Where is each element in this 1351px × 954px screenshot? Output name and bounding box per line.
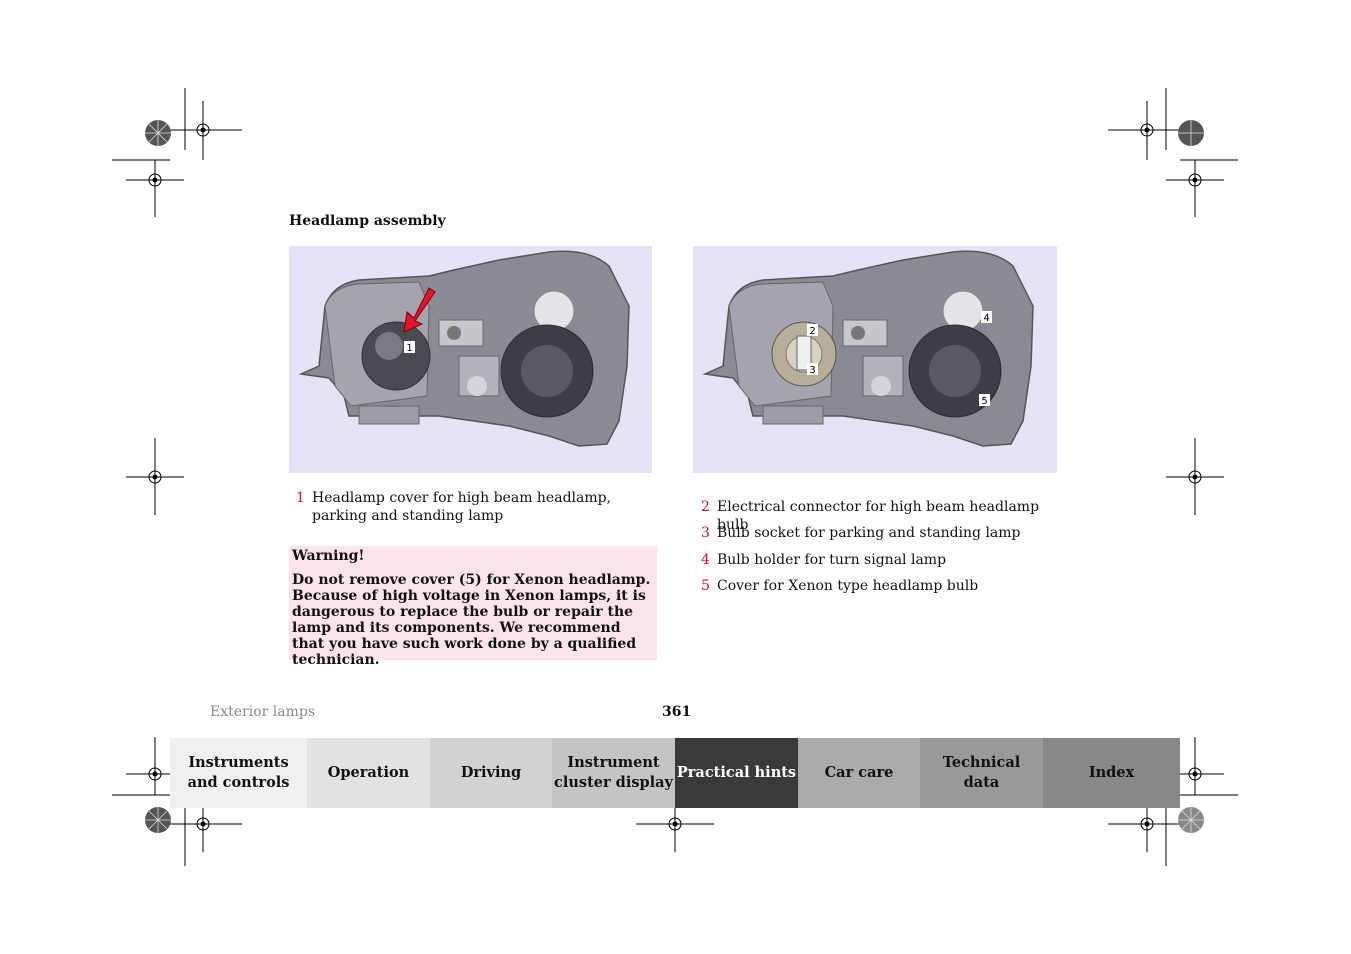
legend-number: 1 bbox=[296, 490, 305, 506]
legend-number: 3 bbox=[701, 525, 710, 541]
footer-section-name: Exterior lamps bbox=[210, 704, 316, 720]
nav-tab-car-care[interactable]: Car care bbox=[798, 738, 920, 808]
figure1-callout-1: 1 bbox=[406, 343, 412, 354]
legend-text: Cover for Xenon type headlamp bulb bbox=[717, 578, 979, 594]
nav-tab-practical-hints[interactable]: Practical hints bbox=[675, 738, 798, 808]
legend-number: 5 bbox=[701, 578, 710, 594]
figure2-callout-5: 5 bbox=[981, 396, 987, 407]
page-number: 361 bbox=[662, 704, 692, 720]
figure2-callout-2: 2 bbox=[809, 326, 815, 337]
legend-item-1: 1 Headlamp cover for high beam headlamp,… bbox=[296, 489, 656, 525]
legend-text: Headlamp cover for high beam headlamp, p… bbox=[312, 490, 612, 524]
warning-box: Warning! Do not remove cover (5) for Xen… bbox=[289, 546, 657, 668]
headlamp-illustration-open: 2 3 4 5 bbox=[702, 250, 1034, 447]
legend-text: Electrical connector for high beam headl… bbox=[717, 499, 1040, 533]
headlamp-illustration: 1 bbox=[298, 250, 630, 447]
nav-tab-instruments-and-controls[interactable]: Instruments and controls bbox=[170, 738, 307, 808]
legend-text: Bulb socket for parking and standing lam… bbox=[717, 525, 1021, 541]
legend-item-4: 4 Bulb holder for turn signal lamp bbox=[701, 551, 1061, 569]
headlamp-figure-1: 1 bbox=[289, 246, 652, 473]
warning-text: Do not remove cover (5) for Xenon headla… bbox=[292, 572, 651, 668]
headlamp-figure-2: 2 3 4 5 bbox=[693, 246, 1057, 473]
legend-number: 2 bbox=[701, 499, 710, 515]
nav-tab-technical-data[interactable]: Technical data bbox=[920, 738, 1043, 808]
nav-tab-index[interactable]: Index bbox=[1043, 738, 1180, 808]
legend-text: Bulb holder for turn signal lamp bbox=[717, 552, 947, 568]
chapter-nav-bar: Instruments and controls Operation Drivi… bbox=[170, 738, 1180, 808]
section-title: Headlamp assembly bbox=[289, 213, 446, 229]
nav-tab-operation[interactable]: Operation bbox=[307, 738, 430, 808]
nav-tab-driving[interactable]: Driving bbox=[430, 738, 552, 808]
legend-item-2: 2 Electrical connector for high beam hea… bbox=[701, 498, 1061, 534]
legend-item-3: 3 Bulb socket for parking and standing l… bbox=[701, 524, 1061, 542]
nav-tab-instrument-cluster-display[interactable]: Instrument cluster display bbox=[552, 738, 675, 808]
legend-number: 4 bbox=[701, 552, 710, 568]
legend-item-5: 5 Cover for Xenon type headlamp bulb bbox=[701, 577, 1061, 595]
warning-title: Warning! bbox=[292, 548, 365, 564]
figure2-callout-4: 4 bbox=[983, 313, 989, 324]
figure2-callout-3: 3 bbox=[809, 365, 815, 376]
